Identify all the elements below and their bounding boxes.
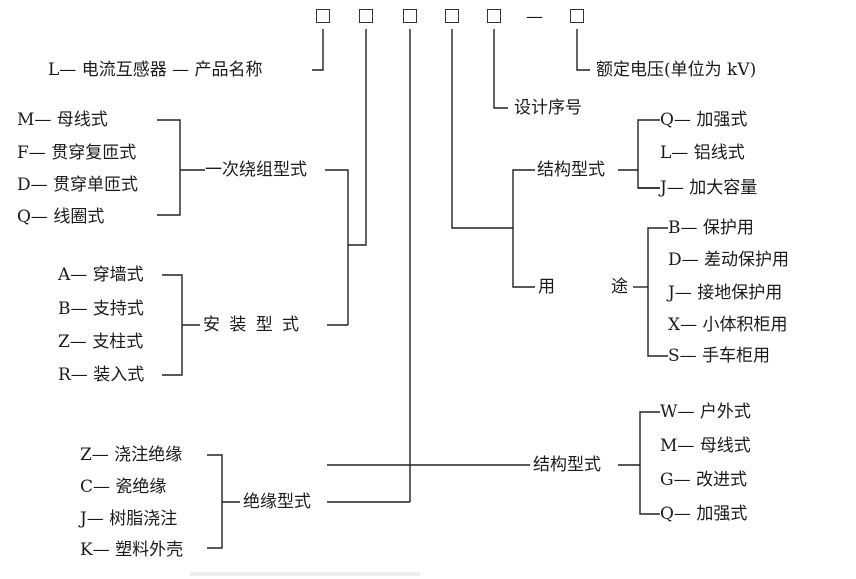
structure-upper-label: 结构型式 <box>537 160 605 180</box>
primary-winding-option: Q— 线圈式 <box>17 207 105 227</box>
primary-winding-option: D— 贯穿单匝式 <box>17 175 139 195</box>
structure-lower-option: M— 母线式 <box>660 436 751 456</box>
insulation-option: K— 塑料外壳 <box>80 540 184 560</box>
code-box-6 <box>570 9 584 23</box>
structure-lower-option: Q— 加强式 <box>660 504 748 524</box>
structure-upper-option: Q— 加强式 <box>660 110 748 130</box>
installation-option: R— 装入式 <box>58 365 145 385</box>
bracket-structure-lower <box>639 411 660 515</box>
bracket-primary-winding <box>157 119 181 216</box>
line-box2-primary-winding <box>325 29 367 246</box>
usage-option: D— 差动保护用 <box>668 250 790 270</box>
structure-lower-option: G— 改进式 <box>660 470 747 490</box>
usage-label-right: 途 <box>611 277 628 297</box>
bracket-usage <box>647 227 668 357</box>
code-separator: — <box>526 7 543 27</box>
primary-winding-option: F— 贯穿复匝式 <box>17 143 137 163</box>
product-name-label: L— 电流互感器 — 产品名称 <box>48 60 263 80</box>
code-box-2 <box>359 9 373 23</box>
primary-winding-label: 一次绕组型式 <box>205 160 307 180</box>
usage-option: B— 保护用 <box>668 218 754 238</box>
usage-option: J— 接地保护用 <box>668 283 783 303</box>
line-box3-installation <box>327 29 411 466</box>
code-box-1 <box>316 9 330 23</box>
primary-winding-option: M— 母线式 <box>17 110 108 130</box>
line-box1-product-name <box>312 29 324 71</box>
structure-upper-option: J— 加大容量 <box>660 178 758 198</box>
code-box-5 <box>487 9 501 23</box>
usage-label-left: 用 <box>538 277 555 297</box>
structure-lower-label: 结构型式 <box>533 455 601 475</box>
scan-artifact <box>190 572 420 576</box>
insulation-label: 绝缘型式 <box>243 492 311 512</box>
insulation-option: J— 树脂浇注 <box>80 509 178 529</box>
installation-label: 安装型式 <box>203 315 309 335</box>
usage-option: X— 小体积柜用 <box>668 315 788 335</box>
structure-lower-option: W— 户外式 <box>660 402 751 422</box>
rated-voltage-label: 额定电压(单位为 kV) <box>596 60 757 80</box>
line-box6-rated-voltage <box>576 29 590 71</box>
line-box4-structure-usage <box>451 29 513 229</box>
line-box5-design-serial <box>493 29 508 109</box>
installation-option: A— 穿墙式 <box>58 265 144 285</box>
insulation-option: Z— 浇注绝缘 <box>80 445 183 465</box>
usage-option: S— 手车柜用 <box>668 346 771 366</box>
bracket-installation <box>162 274 183 376</box>
bracket-insulation <box>207 454 223 549</box>
bracket-structure-upper <box>637 119 660 189</box>
insulation-option: C— 瓷绝缘 <box>80 477 167 497</box>
structure-upper-option: L— 铝线式 <box>660 143 745 163</box>
code-box-4 <box>445 9 459 23</box>
design-serial-label: 设计序号 <box>514 98 582 118</box>
installation-option: Z— 支柱式 <box>58 332 144 352</box>
installation-option: B— 支持式 <box>58 299 144 319</box>
code-box-3 <box>403 9 417 23</box>
